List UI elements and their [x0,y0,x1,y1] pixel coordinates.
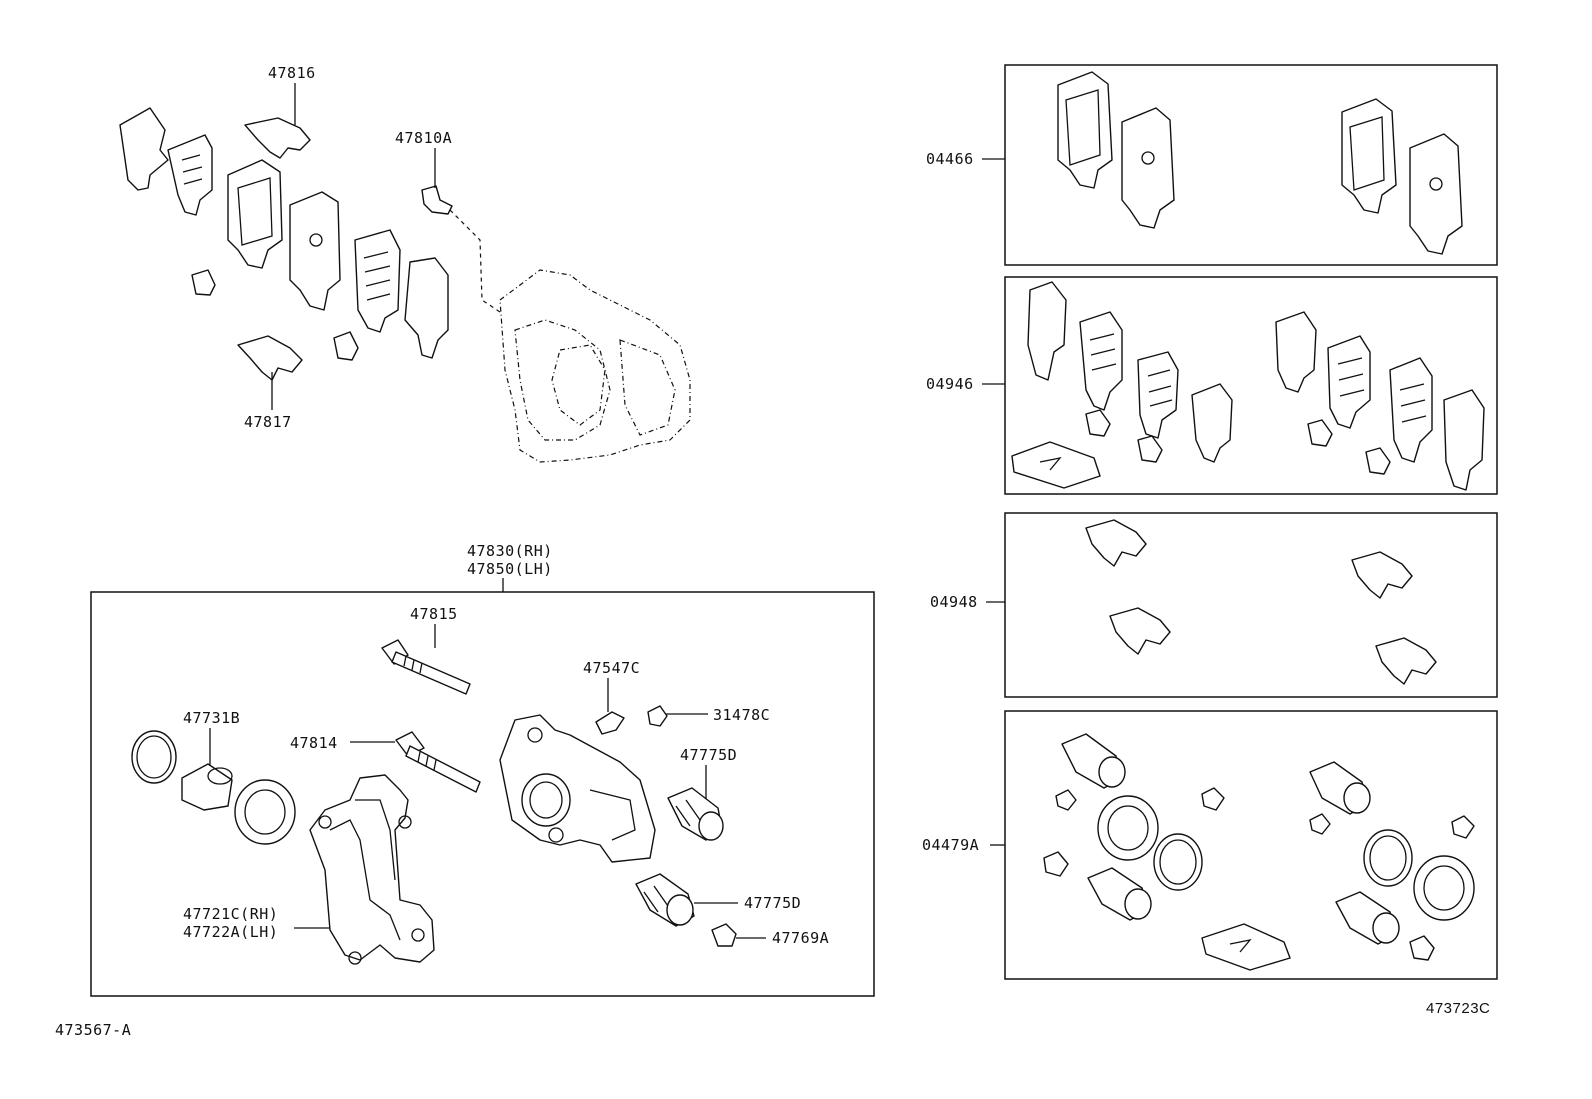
label-47775D-a: 47775D [680,746,737,764]
bleeder-plug-47547C [595,711,625,735]
label-47814: 47814 [290,734,338,752]
brake-pad-outer [227,159,283,269]
anti-squeal-shim-outer [119,107,169,191]
label-47815: 47815 [410,605,458,623]
label-47769A: 47769A [772,929,829,947]
piston-47731B [131,730,296,845]
label-47721C-rh: 47721C(RH) [183,905,278,923]
caliper-assembly-box [90,591,875,997]
slide-pin-47815 [381,639,471,695]
anti-squeal-shim-4 [404,257,449,359]
pad-support-plate-lower [237,335,303,381]
brake-pad-inner [289,191,341,311]
kit-box-04948 [1004,512,1498,698]
shim-kit-04946-parts [1011,281,1485,491]
label-47722A-lh: 47722A(LH) [183,923,278,941]
bleeder-cap-31478C [647,705,668,727]
label-47816: 47816 [268,64,316,82]
wear-indicator-clip [191,269,216,296]
ref-code-right: 473723C [1426,1000,1490,1017]
pad-support-plate-upper [244,117,311,159]
boot-47775D-a [667,787,724,841]
boot-47775D-b [635,873,695,927]
wear-indicator-clip-2 [333,331,359,361]
label-04946: 04946 [926,375,974,393]
slide-pin-47814 [395,731,481,793]
label-47830-rh: 47830(RH) [467,542,553,560]
ref-code-left: 473567-A [55,1021,131,1039]
kit-box-04946 [1004,276,1498,495]
label-04479A: 04479A [922,836,979,854]
label-47850-lh: 47850(LH) [467,560,553,578]
pad-assembly-exploded [119,107,691,463]
label-31478C: 31478C [713,706,770,724]
label-04948: 04948 [930,593,978,611]
label-47731B: 47731B [183,709,240,727]
label-47810A: 47810A [395,129,452,147]
label-04466: 04466 [926,150,974,168]
pad-kit-04466-parts [1057,71,1463,255]
caliper-ghost-outline [499,269,691,463]
cap-47769A [711,923,737,947]
label-47547C: 47547C [583,659,640,677]
seal-kit-04479A-parts [1043,733,1475,971]
label-47817: 47817 [244,413,292,431]
kit-box-04466 [1004,64,1498,266]
caliper-mounting-bracket [309,774,435,965]
anti-squeal-shim-inner [167,134,213,216]
caliper-body [499,714,656,863]
bolt-47810A [421,185,453,215]
anti-squeal-shim-3 [354,229,401,333]
support-plate-kit-04948-parts [1085,519,1437,685]
label-47775D-b: 47775D [744,894,801,912]
